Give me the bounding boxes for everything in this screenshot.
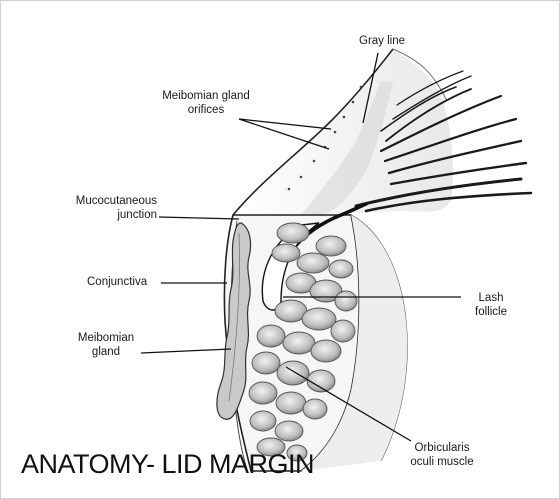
- label-meibomian-gland: Meibomian gland: [77, 332, 135, 358]
- leader-gray-line: [362, 52, 379, 124]
- leader-orifice-1: [238, 118, 330, 150]
- leader-orbicularis: [285, 366, 412, 442]
- lid-surface: [233, 49, 453, 215]
- label-lash-follicle: Lash follicle: [475, 292, 507, 318]
- label-mucocutaneous-junction: Mucocutaneous junction: [75, 195, 157, 221]
- section-skin-fill: [301, 215, 408, 471]
- leader-meibomian-gland: [140, 348, 232, 354]
- margin-zone: [301, 81, 393, 215]
- leader-lines: [140, 52, 461, 442]
- label-conjunctiva: Conjunctiva: [87, 276, 148, 288]
- leader-mucocutaneous: [158, 216, 240, 220]
- orbicularis-bundles: [248, 222, 358, 462]
- lid-skin-line: [232, 48, 394, 216]
- meibomian-duct: [228, 232, 240, 402]
- meibomian-gland: [216, 222, 252, 420]
- label-gray-line: Gray line: [359, 35, 406, 47]
- lid-back-line: [392, 48, 448, 102]
- label-orbicularis-oculi-muscle: Orbicularis oculi muscle: [410, 442, 474, 468]
- eyelashes: [354, 70, 533, 213]
- label-meibomian-gland-orifices: Meibomian gland orifices: [162, 90, 250, 116]
- leader-orifice-2: [238, 118, 332, 130]
- diagram-caption: ANATOMY- LID MARGIN: [21, 449, 315, 479]
